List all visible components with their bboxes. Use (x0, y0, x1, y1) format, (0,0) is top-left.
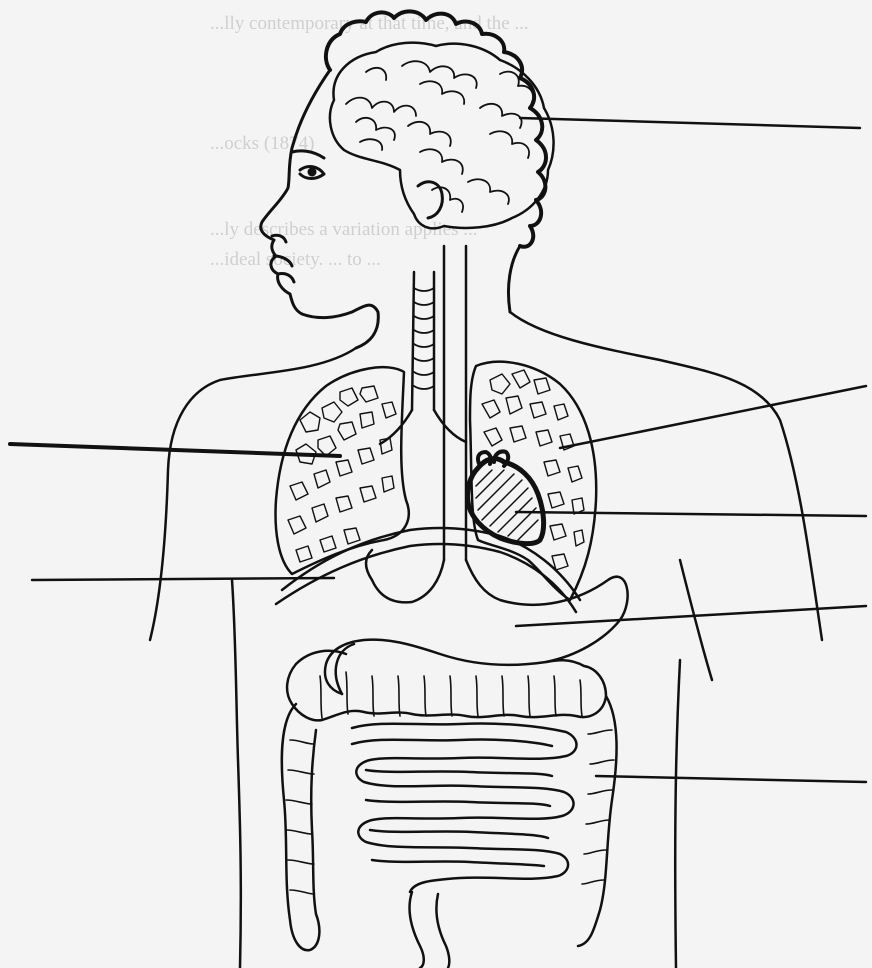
stomach-label-line (516, 606, 866, 626)
lungs-label-line (560, 386, 866, 448)
label-lines (10, 118, 866, 782)
heart (467, 451, 543, 543)
pupil (309, 169, 315, 175)
rectum (410, 892, 450, 968)
trachea (380, 272, 466, 444)
small-intestine-coils (352, 723, 577, 892)
trachea-rings (414, 288, 434, 389)
left-lung (276, 367, 409, 574)
esophagus (444, 246, 466, 560)
face-profile (261, 70, 379, 348)
diaphragm-label-line (32, 578, 334, 580)
right-flank (675, 660, 680, 968)
heart-label-line (516, 512, 866, 516)
eyebrow (292, 151, 324, 158)
neck-back (508, 246, 520, 312)
small-intestine (352, 723, 577, 968)
left-shoulder-arm (150, 348, 356, 640)
brain-label-line (520, 118, 860, 128)
esophagus-walls (444, 246, 466, 560)
left-inner-arm (232, 580, 241, 968)
right-inner-arm (680, 560, 712, 680)
intestines-label-line (596, 776, 866, 782)
trachea-label-line (10, 444, 340, 456)
